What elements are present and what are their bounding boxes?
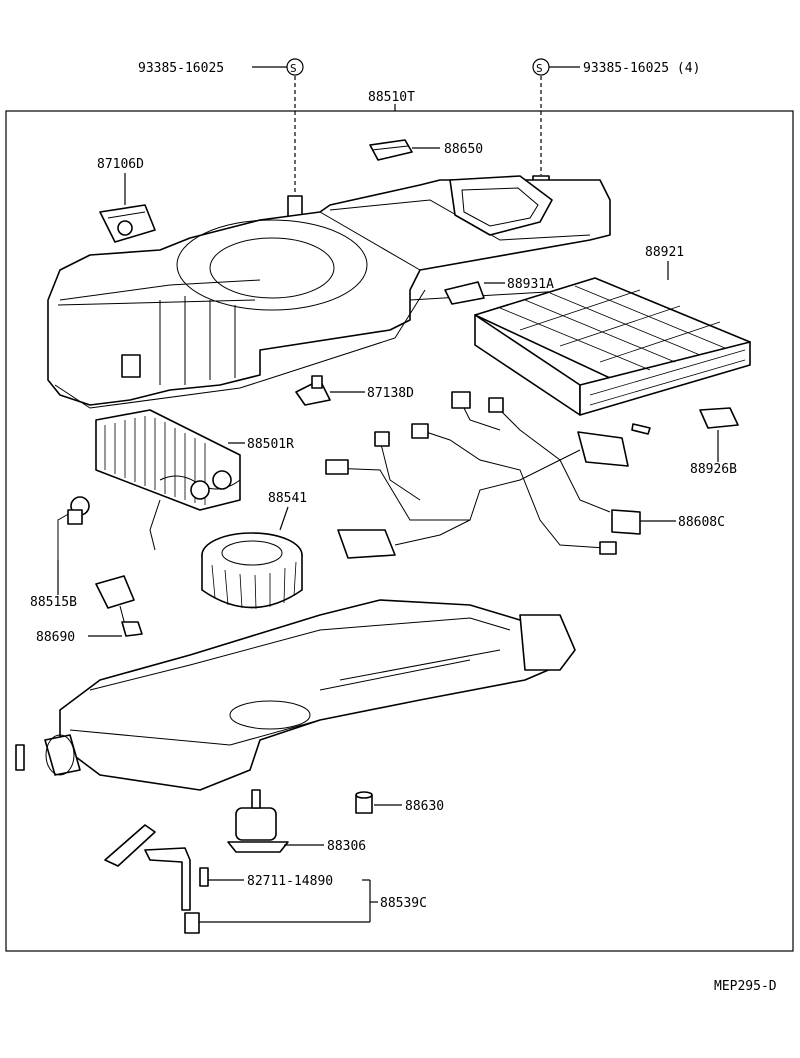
svg-text:S: S	[290, 62, 297, 75]
drain-hose	[104, 824, 209, 934]
lower-heater-case	[15, 599, 576, 791]
part-label-88515b: 88515B	[30, 595, 77, 610]
footer-code: MEP295-D	[714, 979, 777, 994]
air-filter-88921	[474, 277, 751, 416]
part-label-88501r: 88501R	[247, 437, 294, 452]
thermistor-88515b	[57, 496, 90, 560]
evaporator-88501r	[95, 409, 241, 551]
blower-motor-88306	[227, 789, 289, 853]
part-label-88541: 88541	[268, 491, 307, 506]
upper-heater-case	[47, 175, 611, 409]
wire-harness	[325, 391, 629, 559]
part-label-88926b: 88926B	[690, 462, 737, 477]
switch-88690	[95, 575, 143, 637]
frame-label: 88510T	[368, 90, 415, 105]
screw-symbol-right: S	[532, 58, 550, 76]
assembly-frame	[5, 110, 794, 952]
part-label-88931a: 88931A	[507, 277, 554, 292]
screw-left-label: 93385-16025	[138, 61, 224, 76]
bracket-88931a	[444, 281, 485, 305]
part-label-88650: 88650	[444, 142, 483, 157]
part-label-88608c: 88608C	[678, 515, 725, 530]
part-label-88630: 88630	[405, 799, 444, 814]
part-label-87138d: 87138D	[367, 386, 414, 401]
svg-text:S: S	[536, 62, 543, 75]
sensor-87138d	[295, 375, 331, 406]
part-label-87106d: 87106D	[97, 157, 144, 172]
screw-symbol-left: S	[286, 58, 304, 76]
connector-88608c	[611, 509, 641, 535]
gasket-88926b	[699, 407, 739, 429]
part-label-88921: 88921	[645, 245, 684, 260]
blower-fan-88541	[201, 532, 303, 610]
part-label-88539c: 88539C	[380, 896, 427, 911]
sensor-88630	[355, 791, 373, 814]
relay-88650	[369, 139, 413, 161]
part-label-88690: 88690	[36, 630, 75, 645]
screw-right-label: 93385-16025 (4)	[583, 61, 700, 76]
part-label-88306: 88306	[327, 839, 366, 854]
damper-servo-87106d	[99, 204, 156, 243]
part-label-82711-14890: 82711-14890	[247, 874, 333, 889]
